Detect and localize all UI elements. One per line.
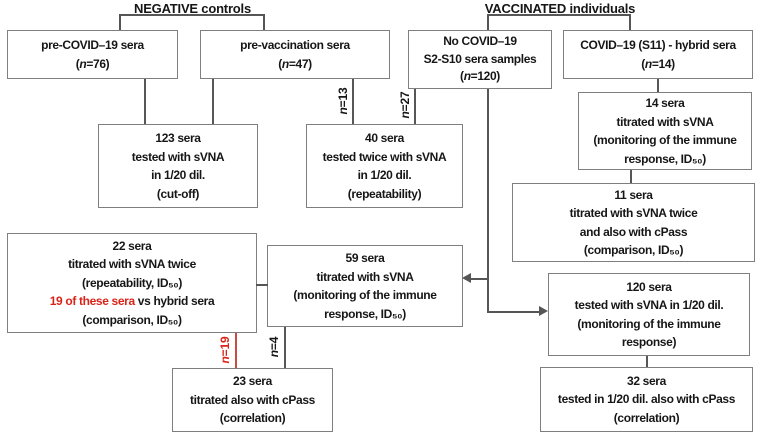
box-line: No COVID–19: [443, 34, 517, 49]
box-line: pre-vaccination sera: [240, 38, 350, 52]
box-line: 59 sera: [345, 251, 385, 265]
box-23-sera: 23 sera titrated also with cPass (correl…: [172, 368, 333, 432]
box-line: (correlation): [613, 410, 680, 425]
box-line: titrated with sVNA: [316, 269, 414, 284]
box-line: response, ID₅₀): [324, 306, 406, 321]
box-covid-hybrid-sera: COVID–19 (S11) - hybrid sera (n=14): [563, 30, 753, 79]
box-line: (comparison, ID₅₀): [82, 312, 182, 327]
box-line: 120 sera: [626, 279, 672, 294]
edge-label-n19: n=19: [218, 336, 232, 364]
box-line: (comparison, ID₅₀): [583, 243, 684, 257]
box-count: (n=120): [460, 69, 500, 84]
box-59-sera: 59 sera titrated with sVNA (monitoring o…: [267, 245, 463, 327]
box-line: (monitoring of the immune: [577, 316, 721, 331]
connector-vaccinated-left-drop: [487, 14, 489, 30]
box-120-sera: 120 sera tested with sVNA in 1/20 dil. (…: [548, 273, 750, 356]
edge-label-n4: n=4: [267, 336, 281, 358]
box-line: (correlation): [219, 411, 286, 426]
connector-22-to-23-red: [235, 333, 237, 368]
box-32-sera: 32 sera tested in 1/20 dil. also with cP…: [540, 367, 753, 432]
header-negative-controls: NEGATIVE controls: [134, 1, 251, 16]
box-line: 123 sera: [155, 131, 201, 145]
connector-prevacc-to-40: [352, 79, 354, 124]
box-line: S2-S10 sera samples: [423, 51, 537, 66]
edge-label-n13: n=13: [336, 87, 350, 115]
box-22-sera: 22 sera titrated with sVNA twice (repeat…: [7, 233, 257, 333]
connector-negative-right-drop: [263, 14, 265, 30]
box-line: tested twice with sVNA: [322, 149, 447, 164]
box-14-sera: 14 sera titrated with sVNA (monitoring o…: [578, 92, 752, 170]
connector-prevacc-to-123: [212, 79, 214, 124]
box-line: and also with cPass: [579, 224, 688, 239]
box-line: tested in 1/20 dil. also with cPass: [557, 392, 736, 407]
box-pre-vaccination-sera: pre-vaccination sera (n=47): [200, 30, 390, 79]
box-line-highlight: 19 of these sera vs hybrid sera: [49, 294, 215, 309]
box-line: pre-COVID–19 sera: [41, 38, 144, 52]
box-line: 14 sera: [645, 96, 685, 110]
connector-negative-bracket: [120, 14, 265, 16]
box-line: response): [621, 335, 677, 349]
box-line: 23 sera: [233, 374, 272, 389]
box-line: (cut-off): [156, 186, 200, 201]
box-line: response, ID₅₀): [624, 151, 706, 166]
connector-nocovid-to-40: [414, 89, 416, 124]
box-line: tested with sVNA: [131, 149, 225, 164]
box-line: in 1/20 dil.: [357, 168, 412, 182]
box-line: titrated with sVNA twice: [569, 206, 698, 220]
box-pre-covid-sera: pre-COVID–19 sera (n=76): [7, 30, 178, 79]
box-11-sera: 11 sera titrated with sVNA twice and als…: [512, 183, 755, 262]
connector-nocovid-trunk: [487, 89, 489, 313]
box-line: 40 sera: [365, 131, 404, 145]
arrowhead-into-120-sera: [539, 306, 548, 316]
box-line: (repeatability, ID₅₀): [81, 275, 183, 290]
box-line: titrated with sVNA twice: [68, 257, 196, 272]
box-line: titrated also with cPass: [190, 392, 315, 407]
connector-59-to-23: [284, 327, 286, 368]
box-123-sera: 123 sera tested with sVNA in 1/20 dil. (…: [98, 124, 258, 208]
connector-vaccinated-right-drop: [629, 14, 631, 30]
header-vaccinated-individuals: VACCINATED individuals: [484, 1, 636, 16]
arrowhead-into-59-sera: [462, 273, 471, 283]
connector-trunk-to-120: [487, 311, 540, 313]
box-line: titrated with sVNA: [616, 114, 714, 129]
box-line: COVID–19 (S11) - hybrid sera: [580, 38, 736, 52]
connector-negative-left-drop: [119, 14, 121, 30]
box-count: (n=47): [278, 56, 312, 71]
box-count: (n=14): [641, 56, 675, 71]
box-40-sera: 40 sera tested twice with sVNA in 1/20 d…: [306, 124, 463, 208]
connector-22-to-59: [256, 284, 268, 286]
box-line: in 1/20 dil.: [151, 168, 205, 182]
box-line: (monitoring of the immune: [593, 133, 737, 147]
connector-120-to-32: [646, 356, 648, 367]
box-line: (repeatability): [347, 186, 422, 201]
edge-label-n27: n=27: [398, 91, 412, 119]
connector-hybrid-to-14: [657, 79, 659, 92]
box-line: 32 sera: [627, 373, 666, 388]
box-no-covid-samples: No COVID–19 S2-S10 sera samples (n=120): [408, 30, 552, 89]
connector-trunk-to-59: [470, 278, 488, 280]
connector-vaccinated-bracket: [488, 14, 631, 16]
box-line: 22 sera: [112, 238, 152, 253]
box-line: (monitoring of the immune: [293, 288, 437, 302]
box-line: 11 sera: [614, 187, 653, 202]
box-line: tested with sVNA in 1/20 dil.: [574, 298, 724, 312]
box-count: (n=76): [75, 56, 110, 71]
connector-14-to-11: [630, 170, 632, 183]
connector-precovid-to-123: [144, 79, 146, 124]
